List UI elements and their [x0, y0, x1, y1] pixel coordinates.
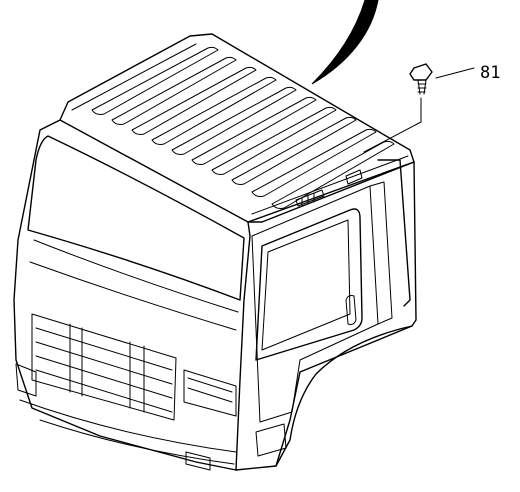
- truck-cab: [13, 33, 417, 471]
- bolt-81: [363, 63, 475, 153]
- door-handle: [345, 295, 357, 325]
- leader-line-bolt: [363, 97, 422, 153]
- cab-front: [13, 119, 251, 471]
- callout-81: 81: [480, 63, 500, 83]
- fog-lamp: [185, 451, 211, 471]
- grille: [31, 313, 177, 421]
- door: [251, 185, 379, 423]
- windshield: [27, 135, 245, 301]
- cab-roof: [59, 33, 415, 223]
- cab-side: [235, 159, 417, 471]
- door-window: [255, 208, 363, 361]
- right-headlight: [183, 369, 237, 417]
- wheel-arch: [275, 325, 413, 467]
- shading-stroke: [311, 0, 379, 85]
- callout-leader-81: [435, 67, 475, 79]
- left-headlight: [15, 363, 37, 397]
